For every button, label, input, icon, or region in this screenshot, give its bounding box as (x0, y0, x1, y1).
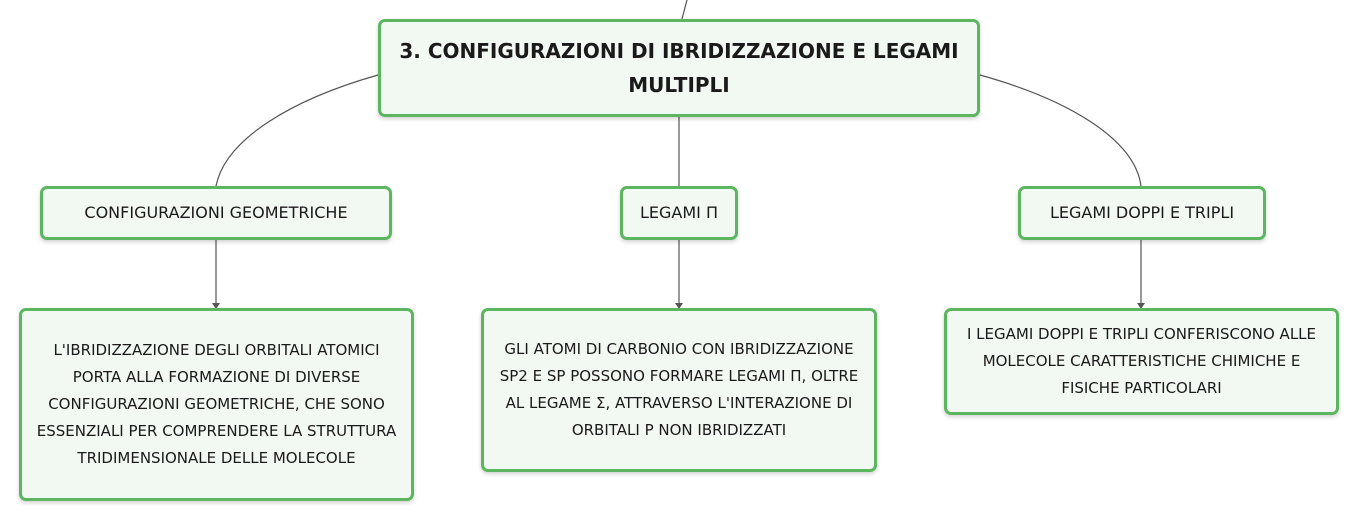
detail-text: I LEGAMI DOPPI E TRIPLI CONFERISCONO ALL… (966, 325, 1317, 397)
incoming-connector (681, 0, 688, 20)
detail-text: GLI ATOMI DI CARBONIO CON IBRIDIZZAZIONE… (499, 340, 859, 439)
branch-label: LEGAMI Π (639, 203, 718, 222)
branch-node-legami-doppi-e-tripli[interactable]: LEGAMI DOPPI E TRIPLI (1018, 186, 1266, 240)
detail-node-legami-pi[interactable]: GLI ATOMI DI CARBONIO CON IBRIDIZZAZIONE… (481, 308, 877, 472)
branch-label: CONFIGURAZIONI GEOMETRICHE (84, 203, 348, 222)
connector-root-to-branch-3 (979, 74, 1142, 187)
root-topic-node[interactable]: 3. CONFIGURAZIONI DI IBRIDIZZAZIONE E LE… (378, 19, 980, 117)
connector-root-to-branch-1 (215, 74, 379, 187)
branch-node-configurazioni-geometriche[interactable]: CONFIGURAZIONI GEOMETRICHE (40, 186, 392, 240)
detail-text: L'IBRIDIZZAZIONE DEGLI ORBITALI ATOMICI … (36, 341, 397, 467)
arrowhead-leaf-1 (212, 303, 220, 309)
detail-node-legami-doppi-e-tripli[interactable]: I LEGAMI DOPPI E TRIPLI CONFERISCONO ALL… (944, 308, 1339, 415)
branch-node-legami-pi[interactable]: LEGAMI Π (620, 186, 738, 240)
arrowhead-leaf-2 (675, 303, 683, 309)
root-topic-label: 3. CONFIGURAZIONI DI IBRIDIZZAZIONE E LE… (399, 39, 959, 97)
arrowhead-leaf-3 (1137, 303, 1145, 309)
detail-node-configurazioni-geometriche[interactable]: L'IBRIDIZZAZIONE DEGLI ORBITALI ATOMICI … (19, 308, 414, 501)
branch-label: LEGAMI DOPPI E TRIPLI (1049, 203, 1235, 222)
